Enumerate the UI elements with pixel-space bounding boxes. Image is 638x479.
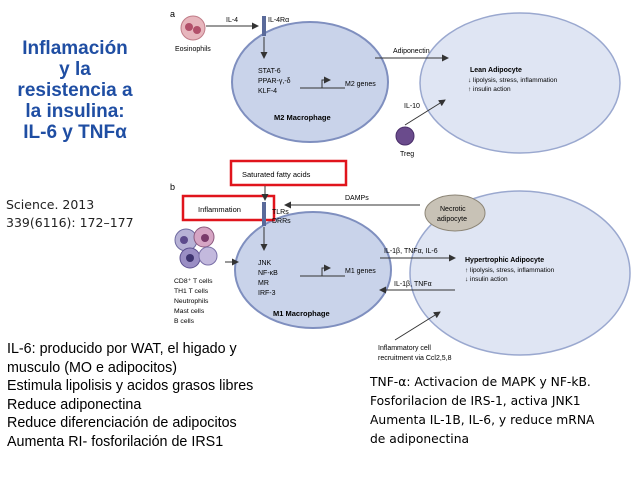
tnf-notes: TNF-α: Activacion de MAPK y NF-kB. Fosfo… [370, 373, 594, 449]
m1-genes-label: M1 genes [345, 268, 376, 275]
inflammation-label: Inflammation [198, 205, 241, 214]
necrotic-label: Necrotic [440, 206, 466, 213]
il6-note-line: Aumenta RI- fosforilación de IRS1 [7, 433, 224, 450]
immune-cell-label: B cells [174, 318, 195, 325]
title-line: resistencia a [17, 80, 133, 101]
immune-cell-label: Neutrophils [174, 298, 209, 305]
eosinophil-icon [180, 15, 206, 41]
recruit-label: Inflammatory cell [378, 345, 431, 352]
m2-factor: KLF-4 [258, 88, 277, 95]
lean-adipocyte-title: Lean Adipocyte [470, 67, 522, 74]
recruit-arrow [394, 311, 441, 341]
il4r-label: IL-4Rα [268, 17, 289, 24]
eosinophil-nucleus [193, 26, 201, 34]
necrotic-adipocyte-cell [424, 194, 486, 232]
cytokine-label-2: IL-1β, TNFα [394, 281, 432, 288]
immune-cell-nucleus [180, 236, 188, 244]
il10-arrow [404, 99, 446, 126]
il4-receptor [262, 16, 266, 36]
lean-adipocyte-cell [419, 12, 621, 154]
lean-adipocyte-line: ↑ insulin action [468, 86, 511, 93]
necrotic-label: adipocyte [437, 216, 467, 223]
tlrs-label: TLRs [272, 209, 289, 216]
m2-factor: PPAR-γ,-δ [258, 78, 291, 85]
lean-adipocyte-line: ↓ lipolysis, stress, inflammation [468, 77, 558, 84]
m1-macrophage-cell [234, 211, 392, 329]
il4-label: IL-4 [226, 17, 238, 24]
treg-icon [395, 126, 415, 146]
il6-note-line: musculo (MO e adipocitos) [7, 359, 178, 376]
treg-label: Treg [400, 151, 414, 158]
m1-gene-arrow [310, 264, 331, 277]
panel-a-label: a [170, 9, 175, 19]
hypertrophic-adipocyte-line: ↓ insulin action [465, 276, 508, 283]
damps-label: DAMPs [345, 195, 369, 202]
citation-line: Science. 2013 [6, 197, 95, 212]
immune-cell-icon [198, 246, 218, 266]
drrs-label: DRRs [272, 218, 291, 225]
hypertrophic-adipocyte-line: ↑ lipolysis, stress, inflammation [465, 267, 555, 274]
m1-factor: MR [258, 280, 269, 287]
m2-macrophage-cell [231, 21, 389, 143]
hypertrophic-adipocyte-cell [409, 190, 631, 356]
m1-factor: NF-κB [258, 270, 278, 277]
m2-macrophage-label: M2 Macrophage [274, 113, 331, 122]
tnf-note-line: de adiponectina [370, 432, 470, 446]
immune-cell-label: TH1 T cells [174, 288, 209, 295]
il6-note-line: IL-6: producido por WAT, el higado y [7, 341, 237, 357]
panel-b-label: b [170, 182, 175, 192]
adiponectin-label: Adiponectin [393, 48, 430, 55]
highlight-inflammation-box [181, 194, 276, 222]
cytokine-label-1: IL-1β, TNFα, IL-6 [384, 248, 438, 255]
il6-note-line: Reduce diferenciación de adipocitos [7, 415, 237, 431]
eosinophil-nucleus [185, 23, 193, 31]
immune-cell-label: Mast cells [174, 308, 205, 315]
m1-macrophage-label: M1 Macrophage [273, 309, 330, 318]
tnf-note-line: Fosforilacion de IRS-1, activa JNK1 [370, 394, 581, 408]
tnf-note-line: Aumenta IL-1B, IL-6, y reduce mRNA [370, 413, 595, 427]
m2-genes-label: M2 genes [345, 81, 376, 88]
title-line: Inflamación [22, 38, 128, 59]
tlr-receptor [262, 202, 266, 226]
immune-cell-nucleus [186, 254, 194, 262]
m2-factor: STAT-6 [258, 68, 281, 75]
hypertrophic-adipocyte-title: Hypertrophic Adipocyte [465, 257, 544, 264]
slide-title: Inflamación y la resistencia a la insuli… [0, 38, 150, 143]
immune-cell-label: CD8⁺ T cells [174, 278, 213, 285]
citation: Science. 2013 339(6116): 172–177 [6, 196, 134, 232]
title-line: IL-6 y TNFα [23, 122, 127, 143]
m1-factor: IRF-3 [258, 290, 276, 297]
il6-note-line: Estimula lipolisis y acidos grasos libre… [7, 378, 254, 394]
immune-cell-nucleus [201, 234, 209, 242]
m1-factor: JNK [258, 260, 272, 267]
recruit-label: recruitment via Ccl2,5,8 [378, 355, 452, 362]
il6-note-line: Reduce adiponectina [7, 396, 142, 413]
citation-line: 339(6116): 172–177 [6, 215, 134, 230]
highlight-sfa-box [229, 159, 348, 187]
il10-label: IL-10 [404, 103, 420, 110]
title-line: y la [59, 59, 91, 80]
il6-notes: IL-6: producido por WAT, el higado y mus… [7, 340, 253, 451]
tnf-note-line: TNF-α: Activacion de MAPK y NF-kB. [370, 375, 591, 389]
eosinophils-label: Eosinophils [175, 46, 211, 53]
sfa-label: Saturated fatty acids [242, 170, 311, 179]
title-line: la insulina: [25, 101, 125, 122]
